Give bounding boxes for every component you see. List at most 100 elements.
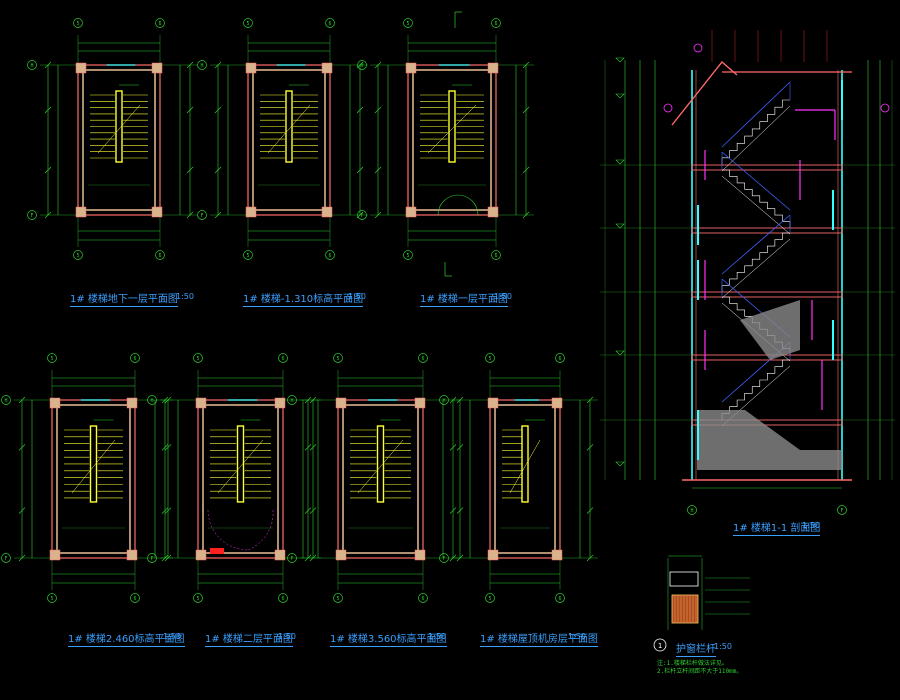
grid-bubble <box>278 353 288 363</box>
grid-bubble <box>147 395 157 405</box>
stair-railing <box>721 214 791 275</box>
dimension-tick <box>374 211 382 219</box>
dimension-tick <box>214 211 222 219</box>
wall-outline <box>407 64 497 216</box>
grid-bubble-label: 5 <box>76 21 79 27</box>
grid-bubble-label: 5 <box>76 253 79 259</box>
grid-bubble-label: F <box>200 213 203 219</box>
grid-bubble-label: H <box>150 398 153 404</box>
grid-bubble <box>485 353 495 363</box>
scale-roof-machine-room-plan: 1:50 <box>568 632 586 641</box>
title-first-floor-plan: 1# 楼梯一层平面图 <box>420 294 508 307</box>
title-level-minus1310-plan: 1# 楼梯-1.310标高平面图 <box>243 294 364 307</box>
grid-bubble <box>1 553 11 563</box>
grid-bubble <box>193 593 203 603</box>
grid-bubble <box>73 250 83 260</box>
column <box>151 206 163 218</box>
stair-flight <box>721 232 790 292</box>
grid-bubble-label: 6 <box>421 356 424 362</box>
detail-callout <box>880 103 890 113</box>
note-line-1: 注:1.楼梯栏杆做法详见。 <box>657 660 728 667</box>
grid-bubble <box>155 250 165 260</box>
dimension-tick <box>161 507 169 514</box>
grid-bubble <box>197 60 207 70</box>
level-marker <box>615 223 625 229</box>
scale-level-3560-plan: 1:50 <box>428 632 446 641</box>
wall-outline <box>197 399 284 559</box>
dimension-tick <box>374 106 382 114</box>
floor-slab <box>691 291 843 298</box>
floor-slab <box>691 419 843 426</box>
grid-bubble <box>687 505 697 515</box>
grid-bubble-label: 5 <box>50 356 53 362</box>
scale-first-floor-plan: 1:50 <box>494 292 512 301</box>
column <box>245 206 257 218</box>
grid-bubble <box>403 18 413 28</box>
grid-bubble <box>485 593 495 603</box>
grid-bubble-label: 6 <box>421 596 424 602</box>
grid-bubble-label: 6 <box>494 21 497 27</box>
grid-bubble <box>439 553 449 563</box>
handrail <box>285 90 293 163</box>
column <box>126 397 138 409</box>
grid-bubble-label: H <box>200 63 203 69</box>
scale-section-1-1: 1:50 <box>802 521 820 530</box>
dimension-tick <box>522 106 530 114</box>
grid-bubble-label: 5 <box>196 596 199 602</box>
grid-bubble-label: 5 <box>488 356 491 362</box>
grid-bubble-label: H <box>30 63 33 69</box>
column <box>195 397 207 409</box>
dimension-tick <box>44 61 52 69</box>
column <box>75 206 87 218</box>
wall-inner <box>342 404 419 554</box>
stair-soffit <box>721 105 791 172</box>
grid-bubble-label: 5 <box>406 21 409 27</box>
grid-bubble-label: 6 <box>158 21 161 27</box>
dimension-tick <box>44 166 52 174</box>
grid-bubble <box>130 353 140 363</box>
grid-bubble-label: H <box>442 398 445 404</box>
dimension-tick <box>18 507 26 514</box>
grid-bubble-label: 5 <box>246 21 249 27</box>
grid-bubble <box>555 353 565 363</box>
grid-bubble-label: 6 <box>328 253 331 259</box>
grid-bubble-label: 5 <box>246 253 249 259</box>
dimension-tick <box>18 396 26 404</box>
door-swing <box>457 194 479 216</box>
dimension-tick <box>456 507 464 514</box>
grid-bubble <box>491 18 501 28</box>
dimension-tick <box>186 106 194 114</box>
section-hatch <box>697 410 842 470</box>
scale-level-2460-plan: 1:50 <box>163 632 181 641</box>
dimension-tick <box>186 211 194 219</box>
dimension-tick <box>456 554 464 562</box>
dimension-tick <box>522 166 530 174</box>
grid-bubble-label: H <box>290 398 293 404</box>
grid-bubble <box>47 593 57 603</box>
grid-bubble <box>325 250 335 260</box>
grid-bubble <box>325 18 335 28</box>
dimension-tick <box>456 444 464 451</box>
rail-base <box>671 594 699 624</box>
dimension-tick <box>214 61 222 69</box>
column <box>274 397 286 409</box>
dimension-tick <box>164 554 172 562</box>
grid-bubble <box>837 505 847 515</box>
wall-inner <box>412 69 492 211</box>
column <box>405 62 417 74</box>
grid-bubble <box>418 593 428 603</box>
dimension-tick <box>522 61 530 69</box>
dimension-tick <box>304 444 312 451</box>
stair-flight <box>721 359 790 420</box>
column <box>487 62 499 74</box>
grid-bubble <box>287 553 297 563</box>
grid-bubble <box>333 593 343 603</box>
grid-bubble-label: H <box>690 508 693 514</box>
level-marker <box>615 57 625 63</box>
dimension-tick <box>356 166 364 174</box>
walk-line <box>97 104 141 154</box>
walk-line <box>267 104 311 154</box>
